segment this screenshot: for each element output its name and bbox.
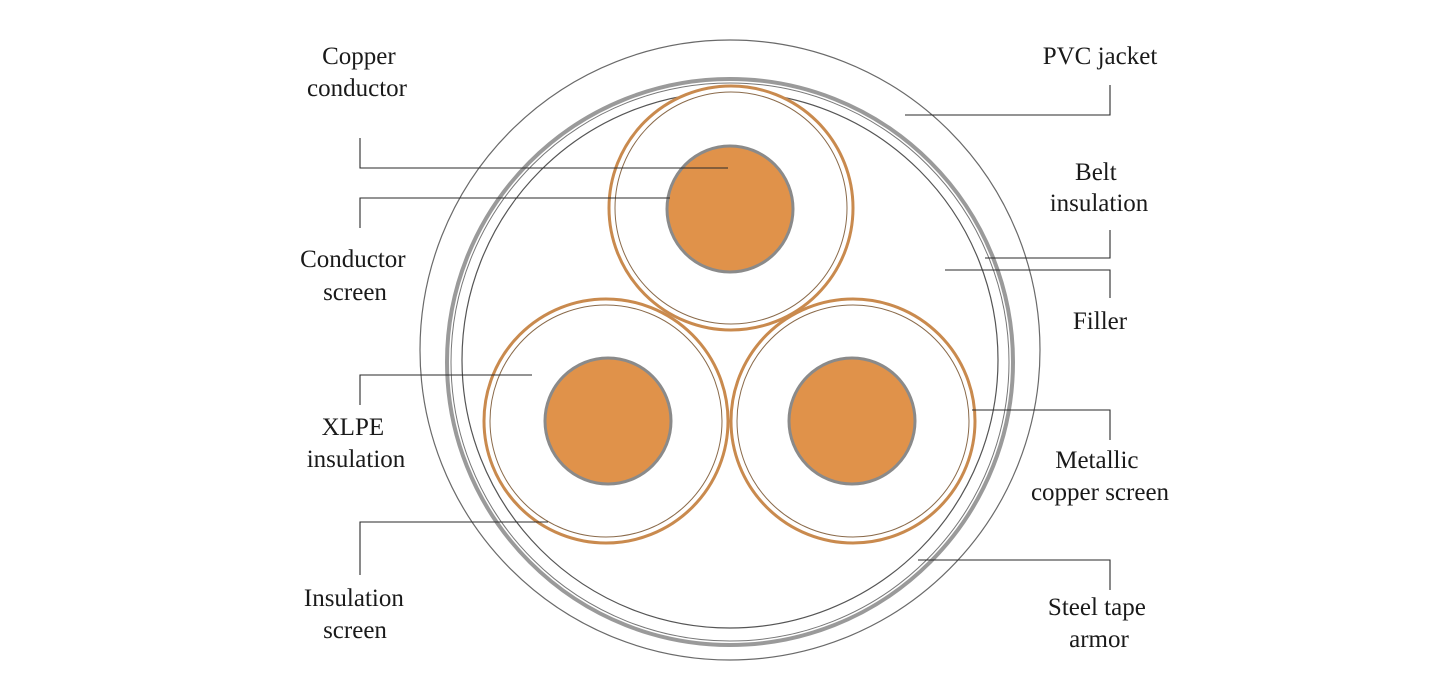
label-copper-conductor-line2: conductor [307,75,408,102]
conductor-screen-top [665,144,795,274]
steel-tape-armor [445,77,1015,647]
conductor-screen-right [787,356,917,486]
label-belt-insulation-line1: Belt [1075,159,1117,186]
label-steel-tape-armor: Steel tape armor [1048,594,1152,653]
label-conductor-screen-line1: Conductor [300,246,406,273]
core-bottom-right [729,297,977,545]
label-pvc-jacket: PVC jacket [1043,43,1158,70]
leader-pvc-jacket [905,85,1111,116]
insulation-screen-right [736,304,970,538]
label-pvc-jacket-line1: PVC jacket [1043,43,1158,70]
label-filler-line1: Filler [1073,308,1128,335]
label-steel-tape-armor-line2: armor [1069,626,1129,653]
leader-conductor-screen [359,197,670,228]
label-filler: Filler [1073,308,1128,335]
label-insulation-screen-line2: screen [323,617,387,644]
conductor-screen-left [543,356,673,486]
label-belt-insulation-line2: insulation [1050,190,1149,217]
label-metallic-copper-screen: Metallic copper screen [1031,447,1170,506]
leader-xlpe-insulation [359,374,532,405]
insulation-screen-top [614,91,848,325]
core-bottom-left [482,297,730,545]
label-xlpe-insulation-line1: XLPE [322,414,385,441]
label-belt-insulation: Belt insulation [1050,159,1149,217]
leader-belt-insulation [985,230,1111,259]
leader-steel-tape-armor [918,559,1111,590]
label-metallic-copper-screen-line2: copper screen [1031,479,1170,506]
label-insulation-screen: Insulation screen [304,585,410,644]
steel-tape-armor-inner-edge [450,82,1010,642]
leader-insulation-screen [359,521,548,575]
core-top [607,84,855,332]
insulation-screen-left [489,304,723,538]
label-conductor-screen-line2: screen [323,279,387,306]
label-conductor-screen: Conductor screen [300,246,412,306]
label-insulation-screen-line1: Insulation [304,585,404,612]
label-copper-conductor: Copper conductor [307,43,408,102]
leader-metallic-copper-screen [972,409,1111,440]
label-steel-tape-armor-line1: Steel tape [1048,594,1146,621]
label-xlpe-insulation: XLPE insulation [307,414,406,473]
leader-filler [945,269,1111,298]
label-metallic-copper-screen-line1: Metallic [1055,447,1138,474]
leader-lines [359,85,1111,590]
leader-copper-conductor [359,138,728,169]
label-copper-conductor-line1: Copper [322,43,396,70]
label-xlpe-insulation-line2: insulation [307,446,406,473]
